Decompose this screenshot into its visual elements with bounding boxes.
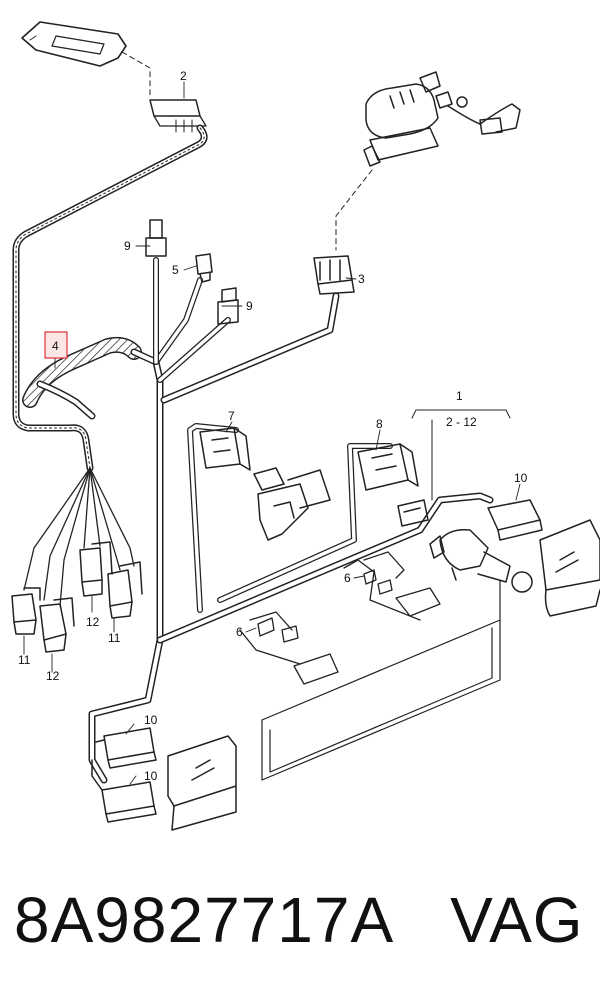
connector-8 xyxy=(357,443,419,491)
callout-11-left: 11 xyxy=(18,653,31,667)
wiring-harness-diagram: 2 9 5 9 3 4 1 2 - 12 7 8 10 6 6 12 11 11… xyxy=(11,21,600,831)
callout-1: 1 xyxy=(456,389,463,403)
callout-10-right: 10 xyxy=(514,471,528,485)
corrugated-sleeve xyxy=(22,336,142,420)
connector-6-lower xyxy=(239,611,339,685)
socket-assembly xyxy=(429,528,533,593)
license-lamp-housing xyxy=(21,21,127,67)
bulb-holder-wires xyxy=(23,467,135,607)
callout-7: 7 xyxy=(228,409,235,423)
leader-solenoid xyxy=(335,169,373,251)
callout-9-lower: 9 xyxy=(246,299,253,313)
connector-9-top xyxy=(145,219,167,257)
connector-3 xyxy=(313,255,355,295)
part-caption: 8A9827717A VAG xyxy=(14,880,594,960)
part-4-highlight xyxy=(44,331,68,359)
callout-6-upper: 6 xyxy=(344,571,351,585)
connector-10-right xyxy=(487,499,543,541)
callout-4: 4 xyxy=(52,339,59,353)
connector-7-bracket xyxy=(253,467,331,541)
callout-10-lower: 10 xyxy=(144,769,158,783)
callout-1-bracket xyxy=(411,409,511,501)
bulb-holder-12a xyxy=(11,587,41,635)
callout-5: 5 xyxy=(172,263,179,277)
tail-lens-right xyxy=(539,519,600,617)
callout-9-top: 9 xyxy=(124,239,131,253)
brand-name: VAG xyxy=(450,884,584,956)
harness-trunk-left xyxy=(12,124,208,472)
connector-10-lower xyxy=(91,759,157,823)
connector-7 xyxy=(199,427,251,471)
lamp-connector xyxy=(149,99,207,133)
tail-lens-left xyxy=(167,735,237,831)
callout-3: 3 xyxy=(358,272,365,286)
connector-5 xyxy=(195,253,213,283)
callout-leaders xyxy=(23,81,521,785)
connector-9-lower xyxy=(217,287,239,325)
solenoid-assembly xyxy=(363,71,521,167)
harness-main xyxy=(88,257,494,784)
bulb-holder-11b xyxy=(107,561,143,619)
leader-lamp xyxy=(121,51,151,97)
lamp-carrier-panel xyxy=(261,579,501,781)
part-number: 8A9827717A xyxy=(14,884,395,956)
bulb-holder-11a xyxy=(79,541,113,597)
callout-11-right: 11 xyxy=(108,631,121,645)
connector-1-plug xyxy=(397,499,429,527)
connector-10-upper xyxy=(95,727,157,769)
callout-6-lower: 6 xyxy=(236,625,243,639)
callout-2: 2 xyxy=(180,69,187,83)
callout-10-upper: 10 xyxy=(144,713,158,727)
callout-12-right: 12 xyxy=(86,615,100,629)
connector-6-upper xyxy=(343,551,441,621)
callout-1-range: 2 - 12 xyxy=(446,415,477,429)
bulb-holder-12b xyxy=(39,597,75,653)
callout-8: 8 xyxy=(376,417,383,431)
callout-12-left: 12 xyxy=(46,669,60,683)
